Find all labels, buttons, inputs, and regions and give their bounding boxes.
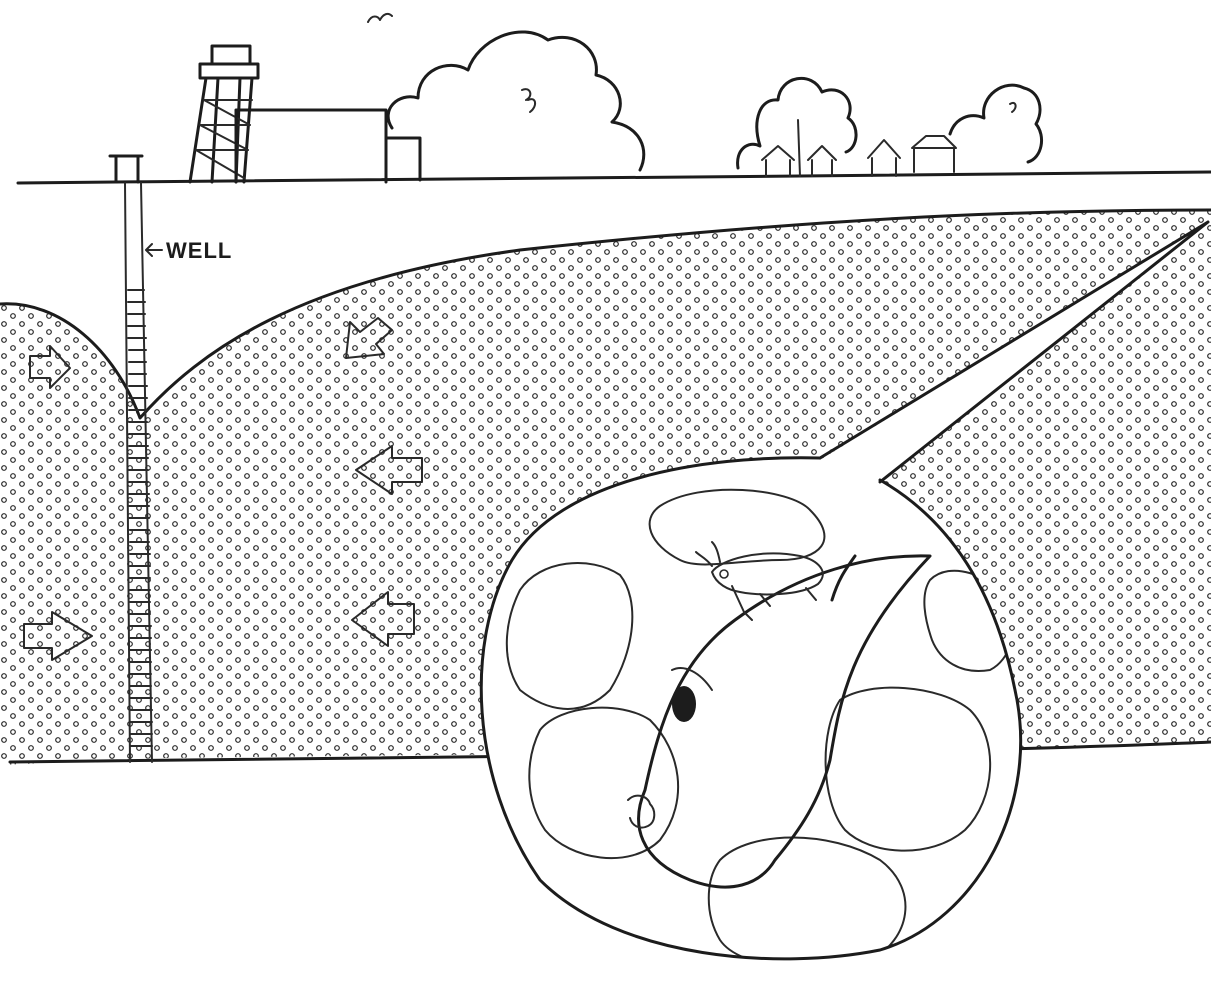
- village-icon: [738, 78, 1042, 176]
- water-tower-icon: [190, 46, 258, 182]
- well-label: WELL: [146, 238, 232, 263]
- ground-line: [18, 172, 1211, 183]
- bird-icon: [368, 14, 392, 22]
- well-label-text: WELL: [166, 238, 232, 263]
- building-icon: [236, 110, 420, 182]
- wellhead-icon: [110, 156, 142, 182]
- tree-large-icon: [388, 32, 644, 170]
- droplet-eye: [672, 686, 696, 722]
